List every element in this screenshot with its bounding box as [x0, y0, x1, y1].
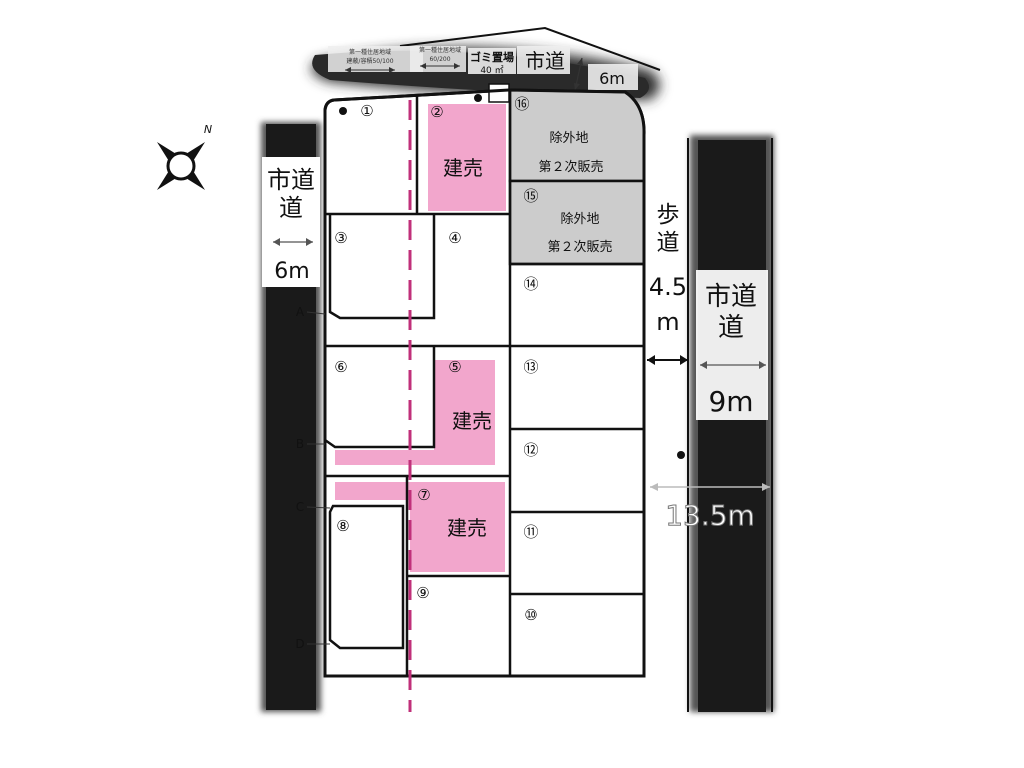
lot-number-13: ⑬	[523, 358, 538, 376]
lot-number-10: ⑩	[524, 606, 537, 624]
site-lots	[323, 83, 646, 678]
lot-2-built-area	[428, 104, 506, 211]
lot-7-built-area	[335, 482, 505, 572]
lot-number-1: ①	[360, 102, 373, 120]
right-road-width: 9m	[708, 385, 753, 418]
excluded-label-lot-15: 除外地	[560, 212, 599, 227]
zoning-arrows	[345, 63, 460, 73]
right-road	[687, 135, 774, 712]
garbage-label: ゴミ置場	[470, 50, 514, 64]
compass-north-label: N	[204, 123, 212, 136]
built-label-lot-7: 建売	[447, 516, 487, 540]
top-road-width-arrow	[574, 57, 583, 91]
right-road-name-1: 市道	[705, 282, 757, 312]
built-label-lot-2: 建売	[443, 156, 483, 180]
marker-dot-2	[474, 94, 482, 102]
sidewalk-name-2: 道	[657, 230, 680, 256]
second-sale-label-lot-16: 第２次販売	[538, 159, 603, 175]
right-road-width-arrow	[700, 361, 766, 369]
marker-dot-1	[339, 107, 347, 115]
sidewalk-width-value: 4.5	[649, 273, 687, 301]
top-road-name: 市道	[525, 49, 565, 73]
left-road-width-arrow	[273, 238, 313, 246]
total-width-arrow	[650, 483, 770, 491]
top-road	[311, 26, 661, 100]
marker-a: A	[296, 305, 305, 319]
compass-icon	[156, 141, 206, 191]
sidewalk-width-unit: m	[656, 308, 679, 336]
right-road-name-2: 道	[718, 313, 744, 343]
top-road-width: 6m	[599, 69, 625, 88]
zoning-mid-line2: 60/200	[429, 56, 450, 63]
left-road-width: 6m	[274, 259, 309, 284]
second-sale-label-lot-15: 第２次販売	[547, 239, 612, 255]
total-width-label: 13.5m	[665, 499, 755, 532]
zoning-left-line2: 建蔽/容積50/100	[346, 57, 393, 65]
zoning-left-line1: 第一種住居地域	[349, 48, 391, 56]
lot-number-11: ⑪	[523, 523, 538, 541]
marker-dot-3	[677, 451, 685, 459]
sidewalk-width-arrow	[647, 355, 688, 365]
garbage-area: 40 ㎡	[480, 65, 503, 76]
lot-15-area	[508, 179, 646, 266]
excluded-label-lot-16: 除外地	[549, 131, 588, 146]
lot-number-4: ④	[448, 229, 461, 247]
left-road-name-1: 市道	[267, 166, 315, 194]
built-label-lot-5: 建売	[452, 409, 492, 433]
left-road-name-2: 道	[279, 194, 303, 222]
zoning-mid-line1: 第一種住居地域	[419, 46, 461, 54]
side-markers: A B C D	[295, 305, 331, 651]
lot-number-15: ⑮	[523, 187, 538, 205]
marker-c: C	[296, 500, 304, 514]
lot-number-16: ⑯	[514, 95, 529, 113]
lot-5-built-area	[335, 360, 495, 465]
marker-b: B	[296, 437, 304, 451]
lot-number-9: ⑨	[416, 584, 429, 602]
lot-number-14: ⑭	[523, 275, 538, 293]
lot-number-12: ⑫	[523, 441, 538, 459]
garbage-station	[488, 83, 510, 103]
lot-number-3: ③	[334, 229, 347, 247]
left-road: 市道	[261, 122, 321, 712]
lot-number-2: ②	[430, 103, 443, 121]
marker-d: D	[295, 637, 304, 651]
sidewalk-name-1: 歩	[657, 202, 680, 228]
lot-number-7: ⑦	[417, 486, 430, 504]
lot-number-5: ⑤	[448, 358, 461, 376]
lot-number-6: ⑥	[334, 358, 347, 376]
lot-number-8: ⑧	[336, 517, 349, 535]
